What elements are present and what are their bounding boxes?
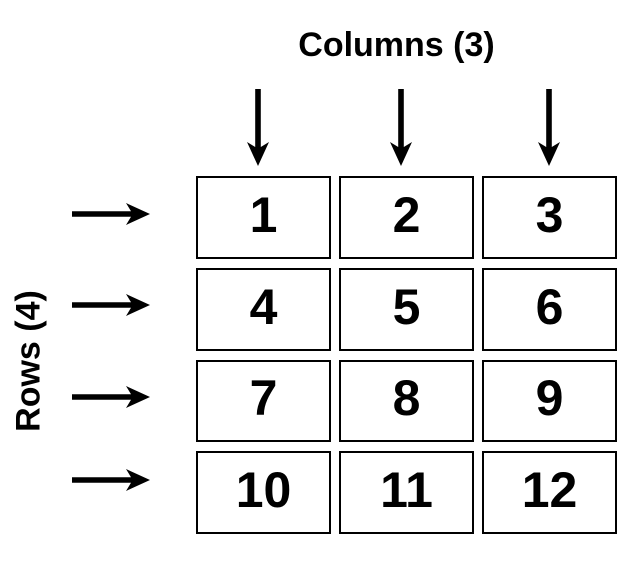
rows-label: Rows (4) — [9, 290, 48, 432]
down-arrow-icon — [536, 89, 562, 166]
number-grid: 1 2 3 4 5 6 7 8 9 10 11 12 — [196, 176, 617, 534]
grid-cell: 11 — [339, 451, 474, 534]
grid-cell: 3 — [482, 176, 617, 259]
right-arrow-icon — [72, 467, 150, 493]
grid-cell: 12 — [482, 451, 617, 534]
right-arrow-icon — [72, 201, 150, 227]
right-arrow-icon — [72, 384, 150, 410]
right-arrow-icon — [72, 292, 150, 318]
grid-cell: 4 — [196, 267, 331, 351]
grid-cell: 6 — [482, 267, 617, 351]
grid-cell: 8 — [339, 359, 474, 443]
grid-cell: 9 — [482, 359, 617, 443]
down-arrow-icon — [388, 89, 414, 166]
grid-cell: 2 — [339, 176, 474, 259]
grid-cell: 10 — [196, 451, 331, 534]
grid-cell: 5 — [339, 267, 474, 351]
columns-title: Columns (3) — [298, 26, 495, 64]
down-arrow-icon — [245, 89, 271, 166]
grid-cell: 1 — [196, 176, 331, 259]
grid-cell: 7 — [196, 359, 331, 443]
